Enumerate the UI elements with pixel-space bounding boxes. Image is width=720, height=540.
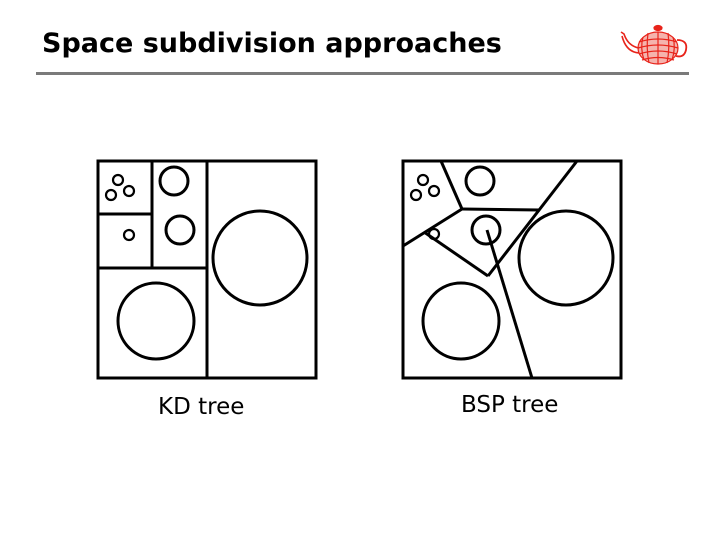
bsp-split-line xyxy=(439,160,464,210)
bsp-split-line xyxy=(486,160,579,277)
bsp-object-circle xyxy=(416,173,430,187)
kd-object-circle xyxy=(111,173,125,187)
kd-object-circle xyxy=(164,214,196,246)
title-divider xyxy=(36,72,689,75)
kd-tree-diagram xyxy=(96,159,318,380)
bsp-tree-diagram xyxy=(401,159,623,380)
kd-object-circle xyxy=(211,209,309,307)
kd-tree-caption: KD tree xyxy=(158,394,245,420)
bsp-object-circle xyxy=(421,281,501,361)
bsp-object-circle xyxy=(427,227,441,241)
bsp-split-line xyxy=(485,229,534,379)
bsp-tree-caption: BSP tree xyxy=(461,392,559,418)
kd-object-circle xyxy=(116,281,196,361)
kd-object-circle xyxy=(158,165,190,197)
kd-object-circle xyxy=(122,228,136,242)
bsp-object-circle xyxy=(470,214,502,246)
bsp-split-line xyxy=(402,207,463,248)
bsp-split-line xyxy=(461,207,541,212)
kd-object-circle xyxy=(122,184,136,198)
bsp-object-circle xyxy=(464,165,496,197)
kd-object-circle xyxy=(104,188,118,202)
slide-title: Space subdivision approaches xyxy=(42,28,502,59)
teapot-wireframe-icon xyxy=(620,24,688,65)
bsp-object-circle xyxy=(427,184,441,198)
bsp-object-circle xyxy=(409,188,423,202)
bsp-outer-box xyxy=(401,159,623,380)
bsp-object-circle xyxy=(517,209,615,307)
